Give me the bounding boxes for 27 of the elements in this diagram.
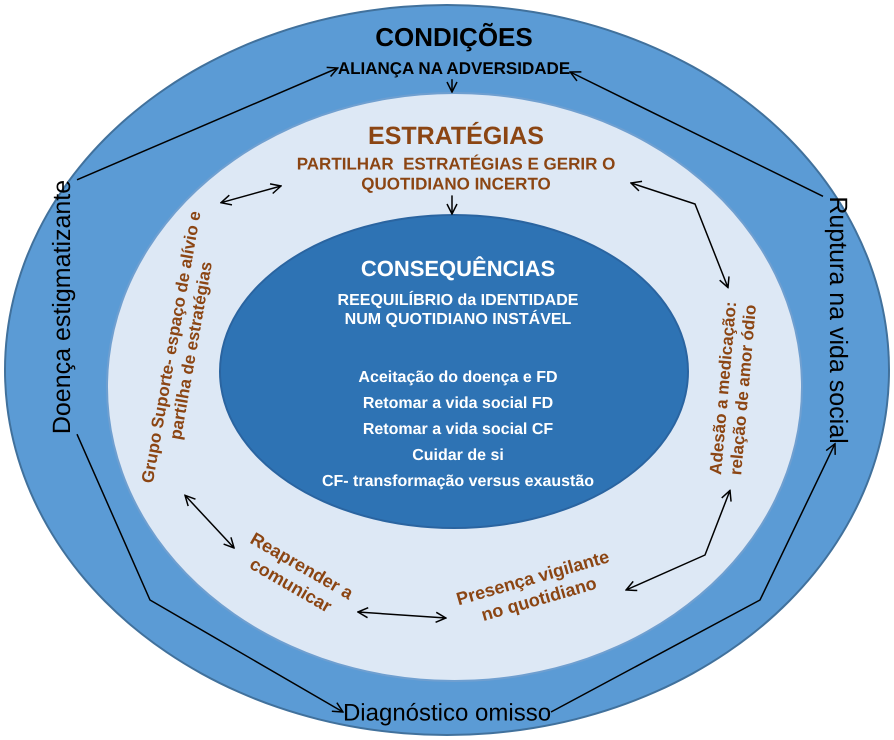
list-item: Aceitação do doença e FD bbox=[358, 368, 558, 388]
stage-label: Doença estigmatizante bbox=[47, 180, 77, 434]
arrow bbox=[569, 71, 824, 197]
stage-label: PARTILHAR ESTRATÉGIAS E GERIR O QUOTIDIANO INCERTO bbox=[281, 154, 631, 196]
double-arrow bbox=[630, 180, 730, 288]
list-item: Cuidar de si bbox=[412, 446, 504, 466]
heading: ESTRATÉGIAS bbox=[368, 121, 544, 151]
arrow bbox=[76, 434, 344, 713]
arrow bbox=[76, 66, 339, 180]
double-arrow bbox=[184, 494, 235, 549]
stage-label: Adesão a medicação: relação de amor ódio bbox=[704, 288, 764, 490]
stage-label: Diagnóstico omisso bbox=[342, 700, 552, 728]
list-item: Retomar a vida social FD bbox=[362, 394, 554, 414]
stage-label: Grupo Suporte- espaço de alívio e partilha de estratégias bbox=[136, 202, 228, 496]
arrow bbox=[550, 442, 836, 713]
heading: CONSEQUÊNCIAS bbox=[360, 256, 556, 282]
list-item: CF- transformação versus exaustão bbox=[322, 472, 594, 492]
stage-label: ALIANÇA NA ADVERSIDADE bbox=[338, 58, 570, 80]
arrow bbox=[446, 195, 458, 215]
double-arrow bbox=[357, 606, 447, 624]
double-arrow bbox=[220, 183, 282, 206]
stage-label: Ruptura na vida social bbox=[823, 196, 853, 444]
double-arrow bbox=[625, 490, 732, 592]
list-item: Retomar a vida social CF bbox=[362, 420, 554, 440]
heading: CONDIÇÕES bbox=[375, 22, 533, 54]
arrow bbox=[446, 79, 458, 93]
subheading: REEQUILÍBRIO da IDENTIDADE NUM QUOTIDIANO INSTÁVEL bbox=[336, 291, 580, 330]
